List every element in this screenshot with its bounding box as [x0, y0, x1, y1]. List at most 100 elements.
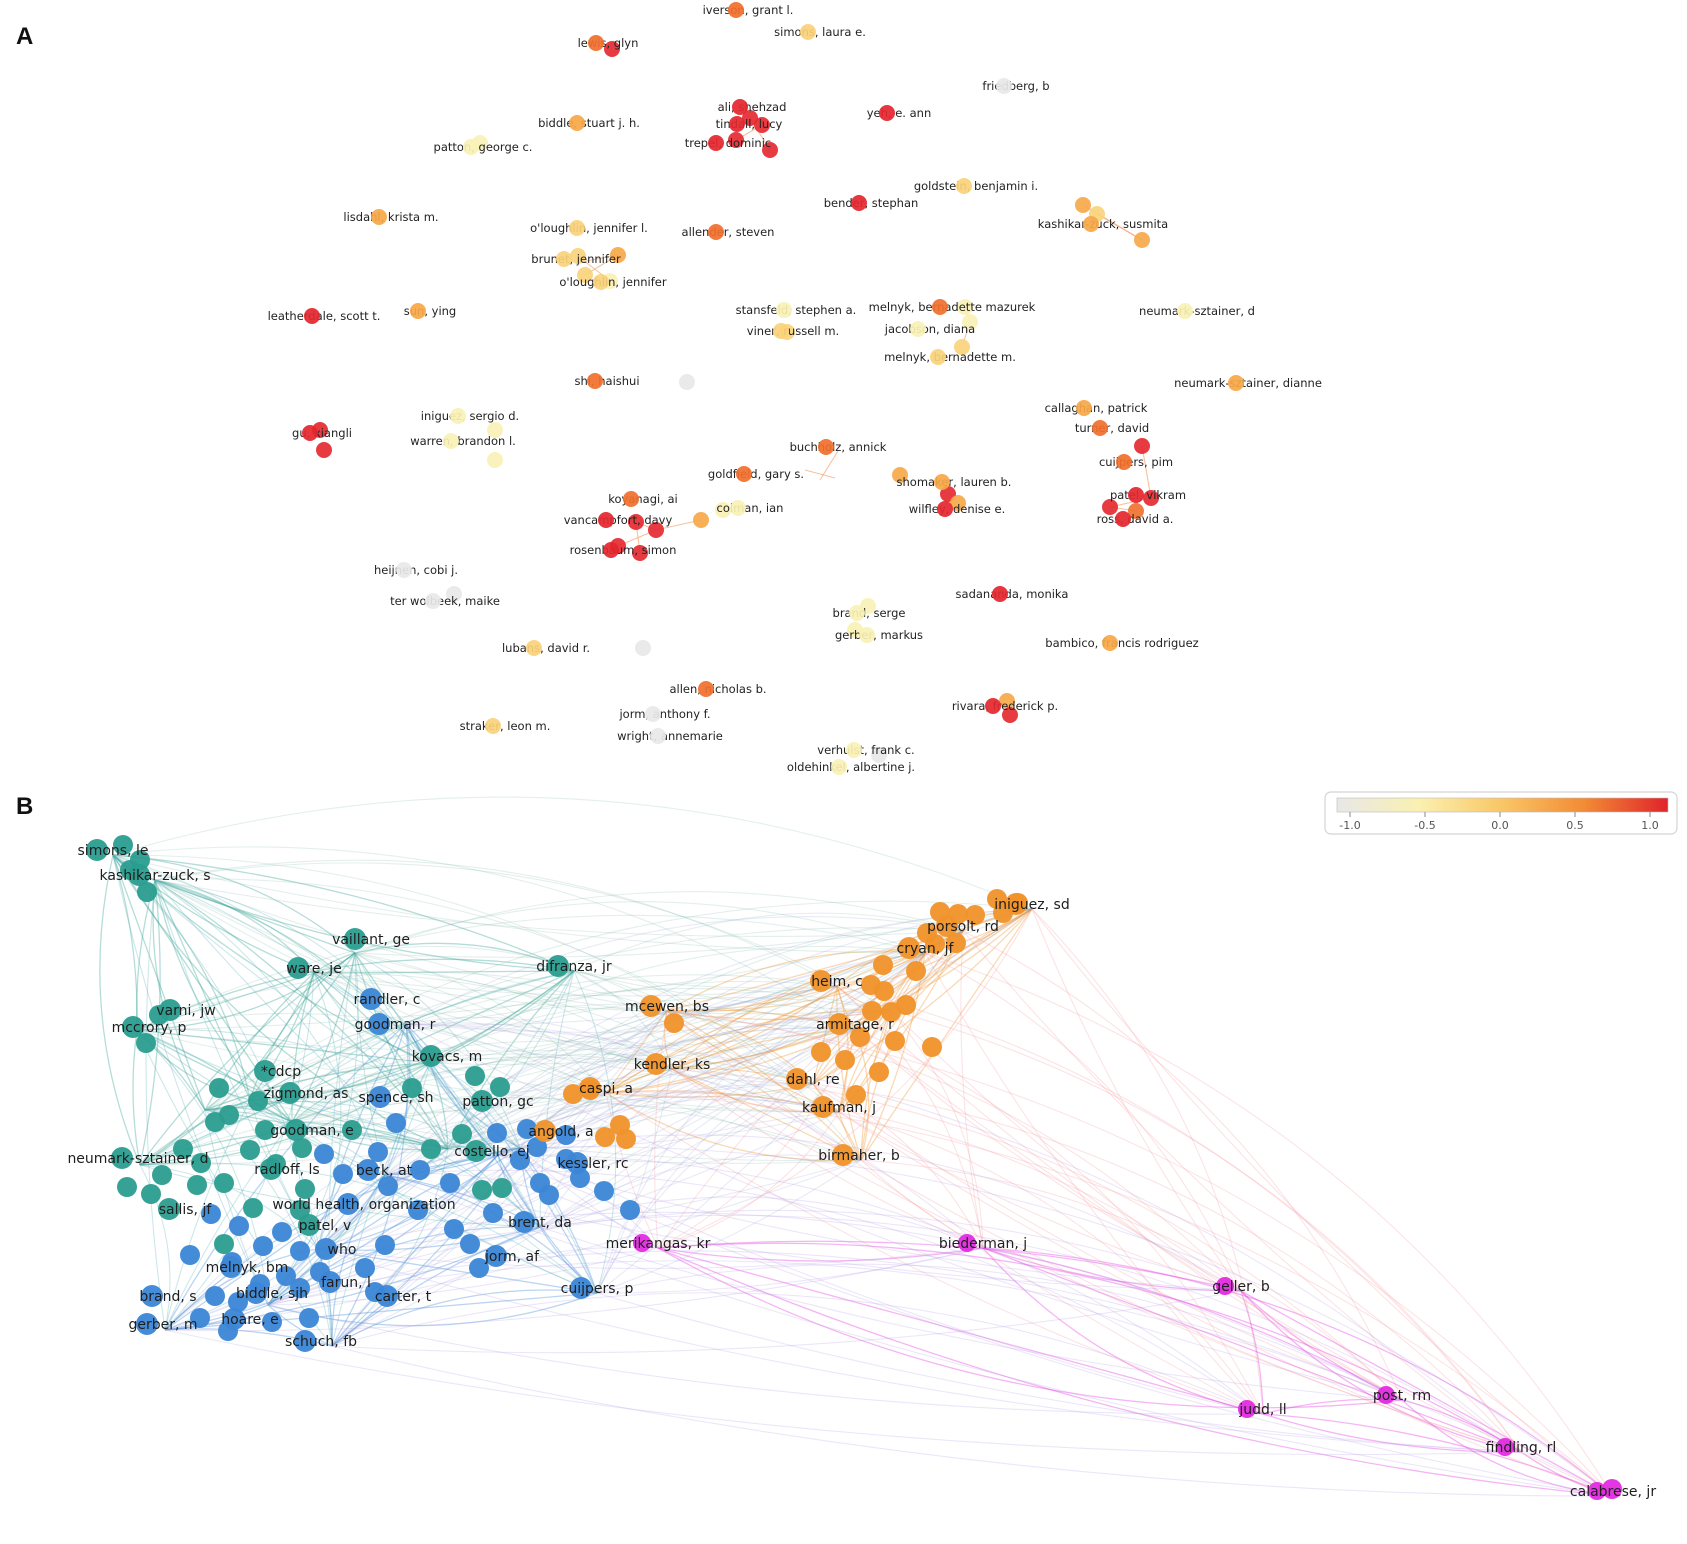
edge-b [152, 879, 206, 1111]
node-a-marker [598, 512, 614, 528]
edge-b [154, 879, 673, 1070]
node-b-unlabeled [922, 1037, 942, 1057]
node-a-label: brunet, jennifer [531, 252, 621, 266]
node-a-marker [556, 251, 572, 267]
node-b-unlabeled [490, 1077, 510, 1097]
node-a-allender-steven: allender, steven [682, 224, 775, 240]
node-a-label: o'loughlin, jennifer l. [530, 221, 648, 235]
node-b-melnyk-bm: melnyk, bm [206, 1256, 288, 1278]
scale-tick-label: -0.5 [1414, 819, 1435, 832]
node-a-o-loughlin-jennifer: o'loughlin, jennifer [559, 274, 667, 290]
edge-b [447, 1010, 668, 1150]
node-b-unlabeled [152, 1165, 172, 1185]
edge-b [924, 952, 1614, 1497]
node-b-label: porsolt, rd [927, 919, 999, 935]
node-b-marker [245, 1282, 267, 1304]
node-b-label: schuch, fb [285, 1334, 357, 1350]
node-b-label: brand, s [139, 1289, 196, 1305]
edge-b [405, 1023, 984, 1249]
node-b-marker [136, 1313, 158, 1335]
node-b-findling-rl: findling, rl [1486, 1438, 1556, 1456]
node-a-marker [302, 425, 318, 441]
node-b-label: merikangas, kr [606, 1236, 711, 1252]
edge-b [354, 952, 840, 1113]
node-a-label: neumark-sztainer, dianne [1174, 376, 1322, 390]
node-a-straker-leon-m: straker, leon m. [460, 718, 550, 734]
node-a-label: allender, steven [682, 225, 775, 239]
edge-b [663, 1010, 673, 1070]
edge-b [331, 1147, 521, 1347]
node-a-marker [623, 491, 639, 507]
edge-b [539, 1083, 814, 1228]
edge-b [313, 972, 342, 1250]
node-b-label: spence, sh [358, 1090, 433, 1106]
edge-b [267, 1028, 856, 1306]
edge-b [654, 1010, 668, 1249]
edge-b [331, 1062, 431, 1347]
node-b-marker [958, 1234, 976, 1252]
node-b-marker [344, 928, 366, 950]
node-a-marker [1092, 420, 1108, 436]
node-b-unlabeled [299, 1308, 319, 1328]
node-b-unlabeled [873, 955, 893, 975]
edge-b [164, 1329, 1522, 1456]
node-a-marker [956, 178, 972, 194]
edge-b [889, 1009, 1522, 1453]
edge-b [313, 970, 575, 974]
edge-b [204, 1109, 333, 1347]
edge-b [136, 952, 356, 1031]
node-b-label: kovacs, m [412, 1049, 483, 1065]
node-a-marker [650, 728, 666, 744]
edge-b [429, 945, 926, 1064]
node-a-marker [831, 759, 847, 775]
edge-b [354, 945, 668, 1012]
edge-b [573, 912, 964, 972]
edge-b [384, 1010, 668, 1176]
node-b-unlabeled [850, 1027, 870, 1047]
node-b-marker [111, 1147, 133, 1169]
edge-b [812, 1009, 891, 1085]
edge-b [164, 1099, 251, 1331]
node-a-marker [776, 302, 792, 318]
node-a-label: vancampfort, davy [564, 513, 673, 527]
node-a-goldfield-gary-s: goldfield, gary s. [708, 466, 804, 482]
node-a-rosenbaum-simon: rosenbaum, simon [570, 542, 676, 558]
node-b-unlabeled [141, 1184, 161, 1204]
node-b-marker [547, 955, 569, 977]
edge-b [666, 1010, 1264, 1415]
node-b-marker [279, 1082, 301, 1104]
panel-a-unlabeled-nodes [312, 41, 1159, 763]
node-a-ter-wolbeek-maike: ter wolbeek, maike [390, 593, 500, 609]
edge-b [136, 971, 668, 1031]
edge-b [249, 1099, 862, 1162]
edge-b [204, 1053, 840, 1113]
node-a-unlabeled [570, 248, 586, 264]
node-a-melnyk-bernadette-mazurek: melnyk, bernadette mazurek [869, 299, 1036, 315]
panel-a-network: iverson, grant l.simons, laura e.lewis, … [268, 2, 1322, 775]
node-a-turner-david: turner, david [1075, 420, 1149, 436]
edge-b [154, 878, 814, 1085]
node-b-radloff-ls: radloff, ls [254, 1158, 320, 1180]
edge-b [139, 952, 356, 1166]
node-a-label: yeh, e. ann [867, 106, 932, 120]
node-a-label: sadananda, monika [956, 587, 1069, 601]
node-b-label: difranza, jr [536, 959, 612, 975]
node-b-unlabeled [835, 1050, 855, 1070]
node-b-unlabeled [191, 1153, 211, 1173]
edge-b [657, 908, 1033, 1249]
node-b-label: goodman, r [355, 1017, 436, 1033]
edge-b [164, 1154, 499, 1331]
node-a-unlabeled [648, 522, 664, 538]
scale-tick-label: 1.0 [1641, 819, 1659, 832]
node-a-unlabeled [957, 299, 973, 315]
edge-b [405, 1023, 499, 1156]
node-a-marker [698, 681, 714, 697]
edge-b [112, 854, 206, 1111]
edge-b [112, 854, 926, 954]
node-b-label: angold, a [528, 1124, 593, 1140]
node-b-who: who [315, 1238, 356, 1260]
edge-b [605, 1092, 1264, 1415]
edge-b [331, 1289, 598, 1347]
